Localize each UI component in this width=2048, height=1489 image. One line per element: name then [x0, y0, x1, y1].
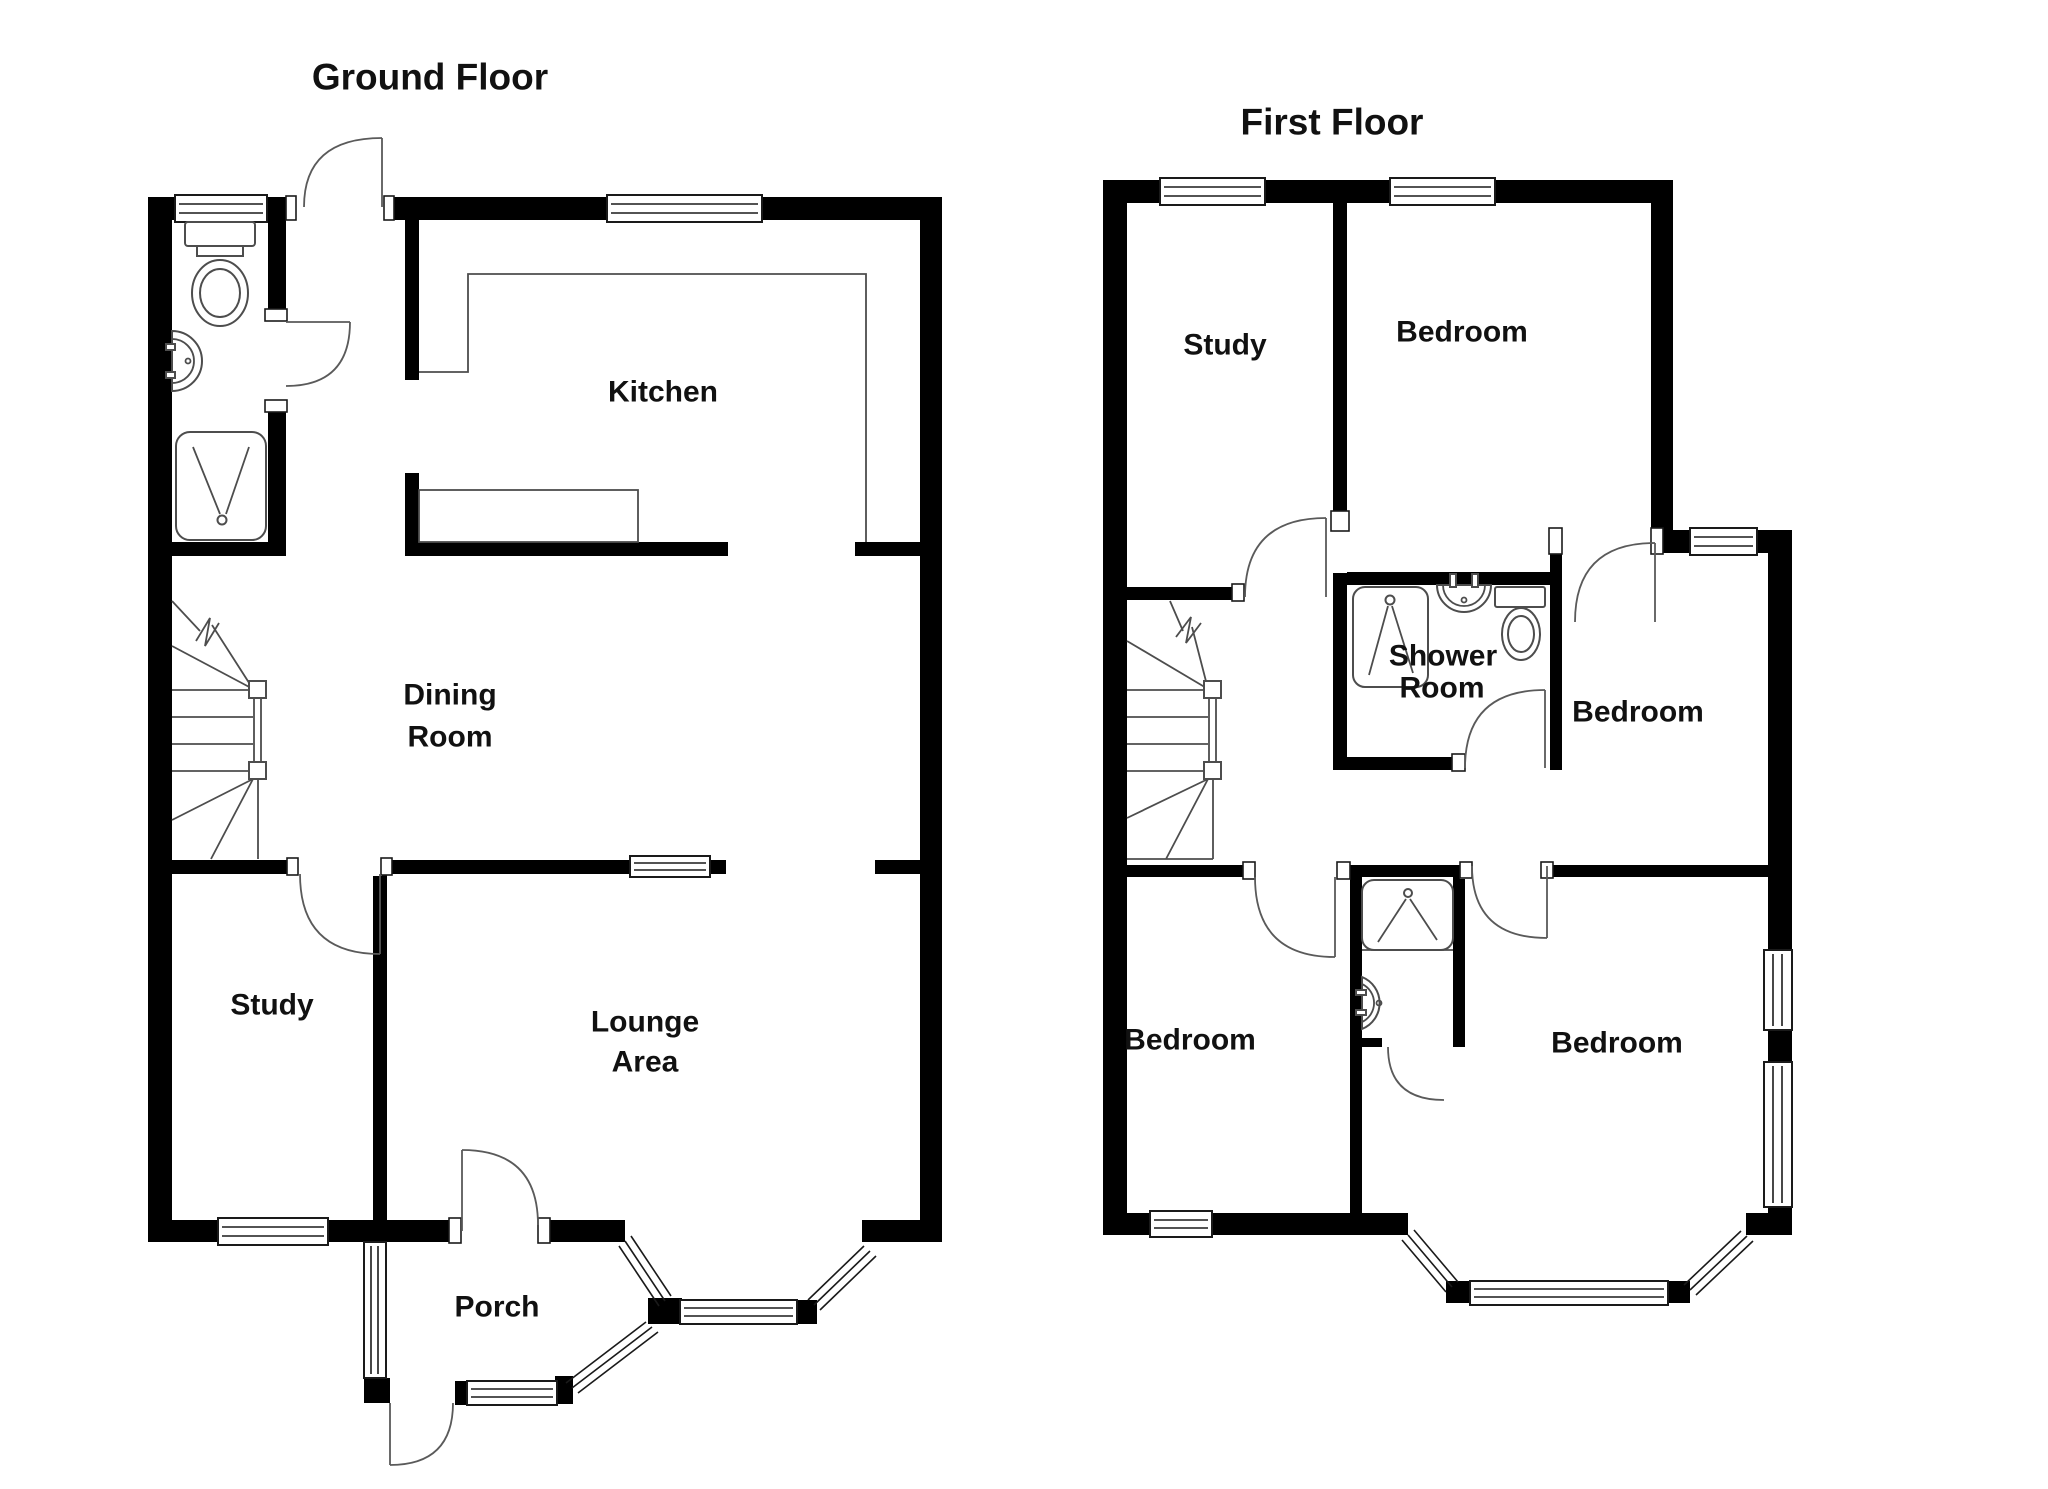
ff-study-label: Study — [1183, 329, 1267, 362]
ff-bay-window — [1401, 1229, 1754, 1306]
gf-sills — [264, 195, 551, 1244]
gf-stairs — [171, 600, 267, 860]
ff-sink-icon — [1435, 573, 1493, 613]
wc-door — [285, 321, 351, 387]
ff-right-wall-upper-window — [1763, 949, 1793, 1031]
gf-door-openings — [266, 195, 875, 1244]
ff-study-door — [1244, 517, 1327, 598]
ff-windows — [1149, 177, 1793, 1306]
ff-step-wall-window — [1689, 527, 1758, 556]
ground-floor-title: Ground Floor — [312, 57, 548, 98]
gf-windows — [174, 194, 877, 1406]
porch-left-window — [363, 1241, 387, 1379]
study-window — [217, 1217, 329, 1246]
ff-shower-label-line2: Room — [1400, 672, 1485, 705]
ff-bedroom-br-label: Bedroom — [1551, 1027, 1683, 1060]
porch-front-door — [389, 1402, 454, 1466]
ff-bedroom-bl-window — [1149, 1210, 1213, 1238]
ff-stairs — [1126, 600, 1222, 860]
kitchen-counter — [418, 273, 867, 543]
toilet-icon — [184, 221, 256, 327]
ff-bedroom-bl-label: Bedroom — [1124, 1024, 1256, 1057]
ff-door-openings — [1253, 862, 1553, 879]
ff-fixtures — [1352, 573, 1546, 1031]
gf-kitchen-label: Kitchen — [608, 376, 718, 409]
ff-toilet-icon — [1494, 586, 1546, 661]
gf-study-label: Study — [230, 989, 314, 1022]
gf-fixtures — [165, 221, 867, 543]
gf-lounge-label-line1: Lounge — [591, 1006, 699, 1039]
porch-right-angled-window — [565, 1321, 659, 1394]
porch-bottom-window — [466, 1380, 558, 1406]
gf-porch-label: Porch — [454, 1291, 539, 1324]
gf-dining-label-line2: Room — [408, 721, 493, 754]
ff-bedroom-bl-door — [1254, 876, 1336, 958]
ensuite-door — [1387, 1046, 1445, 1101]
sink-icon — [165, 329, 203, 393]
ff-bedroom-top-label: Bedroom — [1396, 316, 1528, 349]
ff-right-wall-lower-window — [1763, 1061, 1793, 1208]
ff-shower-label-line1: Shower — [1389, 640, 1498, 673]
lounge-bay-window — [618, 1235, 877, 1325]
ff-bedroom-top-window — [1389, 177, 1496, 206]
gf-dining-label-line1: Dining — [403, 679, 496, 712]
ff-doors — [1244, 517, 1656, 1101]
ground-floor-plan: Ground Floor Kitchen Dining Room Study L… — [148, 57, 942, 1466]
kitchen-window — [606, 194, 763, 223]
shower-icon — [175, 431, 267, 541]
lounge-porch-door — [461, 1149, 539, 1231]
ff-sills — [1231, 510, 1664, 880]
gf-doors — [285, 137, 539, 1466]
ff-shower-tray-icon — [1352, 586, 1429, 688]
ensuite-sink-icon — [1355, 975, 1383, 1031]
ff-shower-room-door — [1464, 689, 1546, 769]
front-door — [303, 137, 383, 208]
dining-hatch-window — [629, 855, 711, 878]
ff-bedroom-right-door — [1574, 542, 1656, 623]
ff-bedroom-br-door — [1471, 865, 1548, 939]
ensuite-shower-tray-icon — [1361, 879, 1454, 951]
gf-lounge-label-line2: Area — [612, 1046, 679, 1079]
first-floor-title: First Floor — [1241, 102, 1424, 143]
ff-study-window — [1159, 177, 1266, 206]
study-door — [299, 873, 381, 955]
ff-bedroom-right-label: Bedroom — [1572, 696, 1704, 729]
first-floor-plan: First Floor Study Bedroom Shower Room Be… — [1103, 102, 1793, 1306]
wc-window — [174, 194, 268, 223]
